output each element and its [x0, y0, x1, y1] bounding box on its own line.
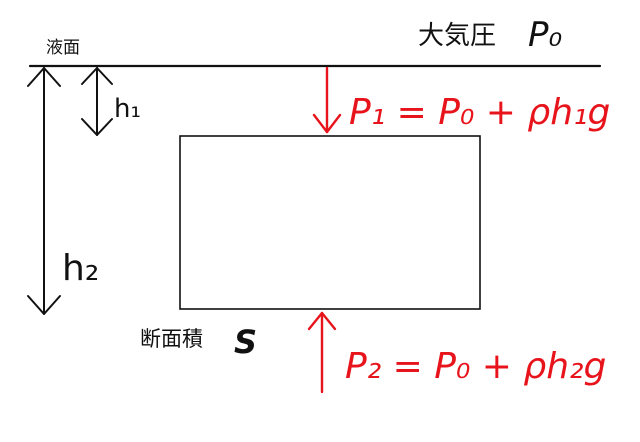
- area-symbol: S: [234, 323, 257, 361]
- h1-label: h₁: [114, 94, 141, 124]
- bottom-pressure-equation: P₂ = P₀ + ρh₂g: [345, 346, 606, 387]
- h1-arrow: [81, 67, 113, 136]
- surface-label: 液面: [46, 38, 80, 58]
- atmospheric-pressure-label: 大気圧: [418, 21, 496, 51]
- h2-arrow: [27, 67, 61, 315]
- submerged-object: [179, 135, 481, 310]
- p0-symbol: P₀: [528, 15, 563, 55]
- top-pressure-equation: P₁ = P₀ + ρh₁g: [349, 92, 610, 133]
- area-label: 断面積: [140, 327, 203, 351]
- bottom-pressure-arrow: [307, 311, 337, 394]
- top-pressure-arrow: [312, 66, 342, 134]
- h2-label: h₂: [62, 248, 99, 289]
